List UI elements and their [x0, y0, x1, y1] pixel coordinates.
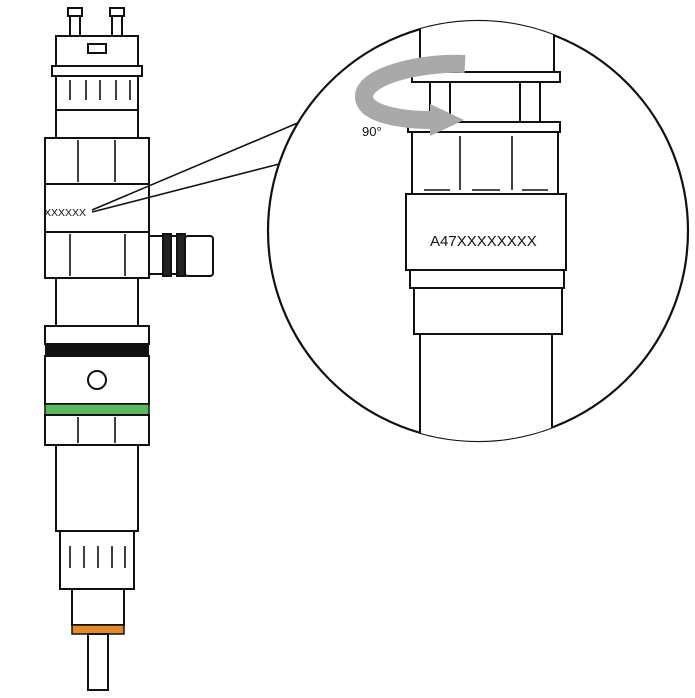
connector-head — [51, 35, 143, 111]
rotation-angle-label: 90° — [362, 124, 382, 139]
part-number-label: A47XXXXXXXX — [430, 233, 537, 250]
connector-pins — [67, 7, 125, 37]
magnified-view: A47XXXXXXXX 90° — [266, 19, 690, 443]
mid-body — [44, 277, 150, 446]
black-o-ring — [45, 344, 149, 356]
green-o-ring — [44, 403, 150, 416]
callout-leader — [91, 121, 301, 213]
small-id-label: XXXXXX — [44, 207, 86, 219]
lower-body — [55, 444, 139, 691]
orange-washer — [71, 624, 125, 635]
body-with-port — [44, 231, 214, 279]
magnified-injector: A47XXXXXXXX — [405, 21, 567, 441]
injector: XXXXXX — [44, 7, 301, 691]
rotation-arrow-icon — [355, 54, 466, 136]
upper-nut — [44, 109, 150, 185]
